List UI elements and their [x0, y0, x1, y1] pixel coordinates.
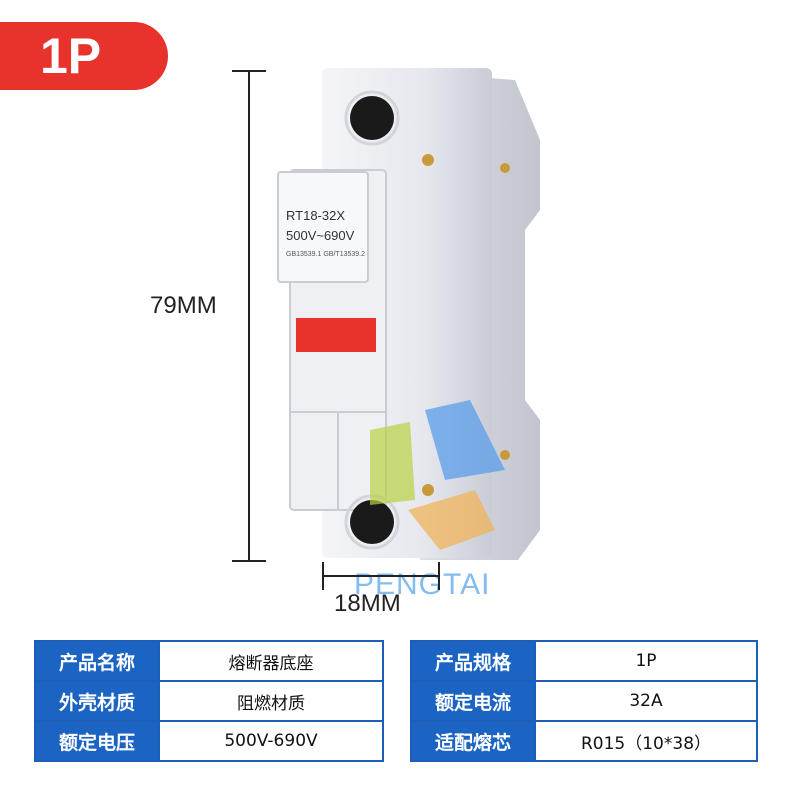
spec-key: 外壳材质 — [34, 680, 160, 722]
table-row: 产品规格 1P — [410, 640, 758, 682]
height-dimension-bottom-cap — [232, 560, 266, 562]
pole-count-badge: 1P — [0, 22, 168, 90]
spec-key: 产品规格 — [410, 640, 536, 682]
watermark-logo-blue — [425, 400, 505, 480]
fuse-holder-illustration: RT18-32X 500V~690V GB13539.1 GB/T13539.2 — [277, 68, 540, 560]
rivet — [500, 450, 510, 460]
spec-value: 熔断器底座 — [158, 640, 384, 682]
watermark-text: PENGTAI — [354, 568, 491, 601]
spec-key: 适配熔芯 — [410, 720, 536, 762]
table-row: 产品名称 熔断器底座 — [34, 640, 384, 682]
product-voltage-text: 500V~690V — [286, 228, 355, 243]
width-dimension-right-cap — [438, 562, 440, 590]
rivet — [422, 154, 434, 166]
watermark-logo-orange — [408, 490, 495, 550]
spec-value: 1P — [534, 640, 758, 682]
top-terminal-hole — [350, 96, 394, 140]
spec-value: 阻燃材质 — [158, 680, 384, 722]
spec-key: 产品名称 — [34, 640, 160, 682]
product-model-text: RT18-32X — [286, 208, 345, 223]
width-dimension-label: 18MM — [334, 590, 401, 617]
product-standards-text: GB13539.1 GB/T13539.2 — [286, 251, 365, 258]
table-row: 外壳材质 阻燃材质 — [34, 680, 384, 722]
width-dimension-line — [322, 575, 440, 577]
spec-value: 500V-690V — [158, 720, 384, 762]
spec-table-right: 产品规格 1P 额定电流 32A 适配熔芯 R015（10*38） — [410, 640, 758, 762]
spec-table-left: 产品名称 熔断器底座 外壳材质 阻燃材质 额定电压 500V-690V — [34, 640, 384, 762]
table-row: 额定电流 32A — [410, 680, 758, 722]
spec-value: R015（10*38） — [534, 720, 758, 762]
spec-key: 额定电流 — [410, 680, 536, 722]
spec-tables: 产品名称 熔断器底座 外壳材质 阻燃材质 额定电压 500V-690V 产品规格… — [34, 640, 764, 768]
bottom-terminal-hole — [350, 500, 394, 544]
table-row: 适配熔芯 R015（10*38） — [410, 720, 758, 762]
spec-key: 额定电压 — [34, 720, 160, 762]
height-dimension-label: 79MM — [150, 292, 217, 319]
width-dimension-left-cap — [322, 562, 324, 590]
table-row: 额定电压 500V-690V — [34, 720, 384, 762]
spec-value: 32A — [534, 680, 758, 722]
height-dimension-line — [248, 70, 250, 562]
red-indicator-window — [296, 318, 376, 352]
watermark-logo-green — [370, 422, 415, 505]
height-dimension-top-cap — [232, 70, 266, 72]
rivet — [422, 484, 434, 496]
rivet — [500, 163, 510, 173]
